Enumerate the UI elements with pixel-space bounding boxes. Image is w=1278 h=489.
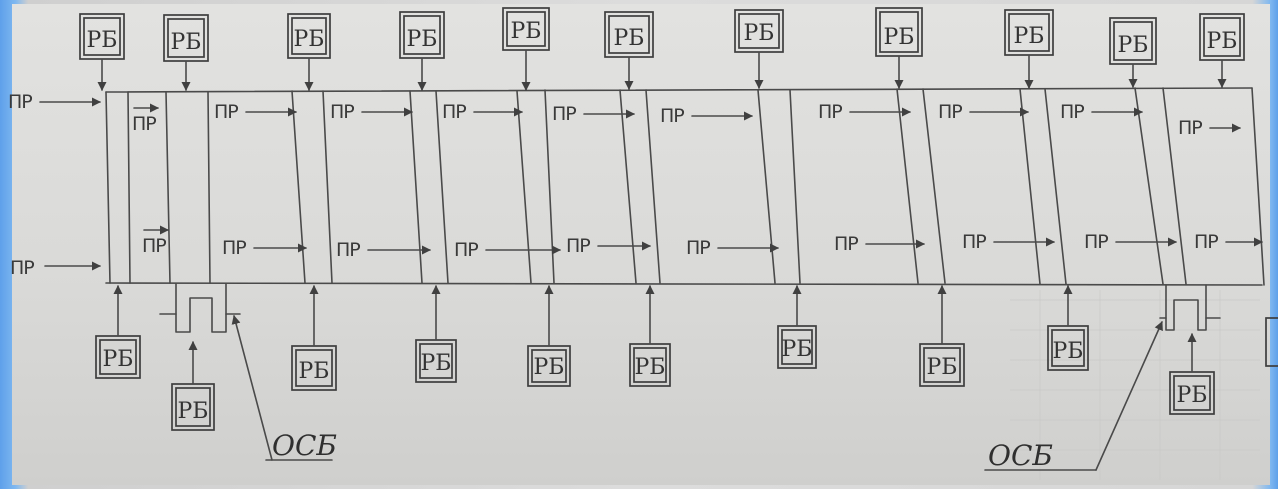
flow-top-label: ПР xyxy=(938,101,962,123)
rb-box-top-inner xyxy=(738,13,780,49)
flow-bottom-label: ПР xyxy=(142,235,166,257)
rb-label-top: РБ xyxy=(171,30,202,55)
band-outline xyxy=(105,87,1265,286)
flow-top-label: ПР xyxy=(1178,117,1202,139)
rb-label-top: РБ xyxy=(407,27,438,52)
flow-top-label: ПР xyxy=(818,101,842,123)
rb-box-bottom-inner xyxy=(1051,329,1085,367)
background-grid xyxy=(1010,290,1260,480)
flow-bottom-label: ПР xyxy=(454,239,478,261)
rb-box-top-inner xyxy=(608,15,650,54)
rb-label-bottom: РБ xyxy=(1053,339,1084,364)
rb-label-top: РБ xyxy=(884,25,915,50)
flow-bottom-label: ПР xyxy=(336,239,360,261)
rb-box-top-inner xyxy=(83,17,121,56)
rb-box-bottom-inner xyxy=(99,339,137,375)
osb-label-left: ОСБ xyxy=(272,429,337,462)
rb-box-bottom-inner xyxy=(633,347,667,383)
rb-label-top: РБ xyxy=(1207,29,1238,54)
flow-bottom-label: ПР xyxy=(566,235,590,257)
flow-top-label: ПР xyxy=(214,101,238,123)
flow-top-label: ПР xyxy=(132,113,156,135)
osb-pointer-right xyxy=(1095,321,1163,471)
rb-boxes-top: РБ РБ РБ РБ РБ РБ РБ РБ РБ РБ РБ xyxy=(79,7,1245,91)
rb-label-bottom: РБ xyxy=(421,351,452,376)
rb-label-bottom: РБ xyxy=(534,355,565,380)
rb-label-top: РБ xyxy=(744,21,775,46)
rb-box-top-inner xyxy=(1203,17,1241,57)
rb-box-bottom-inner xyxy=(175,387,211,427)
inlet-label-top: ПР xyxy=(8,91,32,113)
rb-label-top: РБ xyxy=(294,27,325,52)
rb-boxes-bottom: РБ РБ РБ РБ РБ РБ РБ РБ РБ РБ xyxy=(95,285,1278,431)
flow-bottom-label: ПР xyxy=(834,233,858,255)
rb-box-top-inner xyxy=(1113,21,1153,61)
rb-label-top: РБ xyxy=(1118,33,1149,58)
osb-notch-left xyxy=(159,283,241,333)
rb-box-top-inner xyxy=(403,15,441,55)
rb-box-bottom-inner xyxy=(923,347,961,383)
flow-bottom-label: ПР xyxy=(222,237,246,259)
flow-bottom-label: ПР xyxy=(1084,231,1108,253)
rb-box-bottom-inner xyxy=(419,343,453,379)
rb-box-bottom-inner xyxy=(531,349,567,383)
rb-box-bottom-partial xyxy=(1265,317,1278,367)
osb-label-right: ОСБ xyxy=(988,439,1053,472)
osb-pointer-left xyxy=(231,315,273,461)
paper-sheet xyxy=(12,4,1270,485)
rb-box-bottom-inner xyxy=(781,329,813,365)
flow-top-label: ПР xyxy=(442,101,466,123)
flow-bottom-label: ПР xyxy=(686,237,710,259)
rb-label-bottom: РБ xyxy=(782,337,813,362)
rb-box-top-inner xyxy=(291,17,327,55)
rb-label-bottom: РБ xyxy=(103,347,134,372)
rb-box-bottom-inner xyxy=(1173,375,1211,411)
rb-label-bottom: РБ xyxy=(635,355,666,380)
flow-labels-top: ПР ПР ПР ПР ПР ПР ПР ПР ПР ПР xyxy=(132,101,1241,139)
dividers xyxy=(127,87,1187,285)
flow-top-label: ПР xyxy=(660,105,684,127)
rb-label-bottom: РБ xyxy=(1177,383,1208,408)
osb-notch-right xyxy=(1159,284,1221,331)
rb-label-bottom: РБ xyxy=(299,359,330,384)
flow-top-label: ПР xyxy=(552,103,576,125)
rb-label-top: РБ xyxy=(87,28,118,53)
rb-box-top-inner xyxy=(167,18,205,58)
flow-bottom-label: ПР xyxy=(1194,231,1218,253)
rb-label-bottom: РБ xyxy=(178,399,209,424)
rb-label-bottom: РБ xyxy=(927,355,958,380)
rb-label-top: РБ xyxy=(511,19,542,44)
rb-box-top-inner xyxy=(506,11,546,47)
rb-label-top: РБ xyxy=(614,26,645,51)
inlet-label-bottom: ПР xyxy=(10,257,34,279)
rb-box-top-inner xyxy=(1008,13,1050,52)
flow-bottom-label: ПР xyxy=(962,231,986,253)
rb-box-top-inner xyxy=(879,11,919,53)
rb-box-bottom-inner xyxy=(295,349,333,387)
rb-label-top: РБ xyxy=(1014,24,1045,49)
flow-top-label: ПР xyxy=(330,101,354,123)
flow-top-label: ПР xyxy=(1060,101,1084,123)
flow-labels-bottom: ПР ПР ПР ПР ПР ПР ПР ПР ПР ПР xyxy=(142,225,1263,261)
